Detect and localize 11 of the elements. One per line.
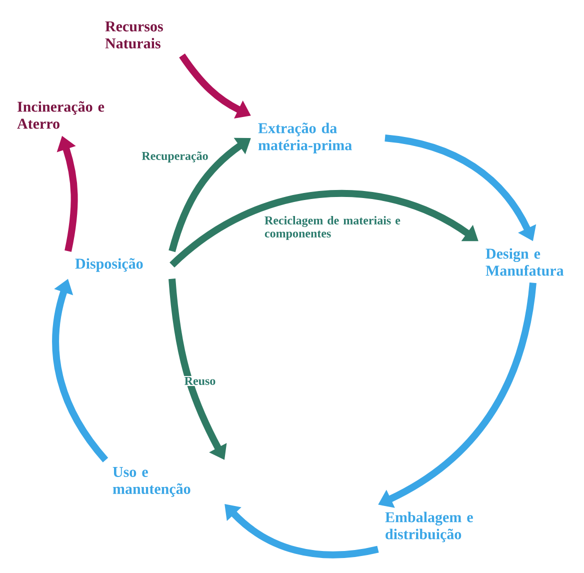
edge-label: Reuso <box>183 376 217 386</box>
stage-label: Extração da matéria-prima <box>258 122 352 154</box>
edge-label: Recuperação <box>140 150 210 164</box>
arrow <box>224 504 379 558</box>
stage-label: Design e Manufatura <box>486 248 564 276</box>
stage-label: Disposição <box>75 258 143 272</box>
stage-label: Uso e manutenção <box>112 467 190 497</box>
edge-label: Reciclagem de materiais e componentes <box>264 215 410 241</box>
stage-label: Incineração e Aterro <box>17 101 104 129</box>
stage-label: Recursos Naturais <box>105 22 163 48</box>
stage-label: Embalagem e distribuição <box>385 512 473 542</box>
